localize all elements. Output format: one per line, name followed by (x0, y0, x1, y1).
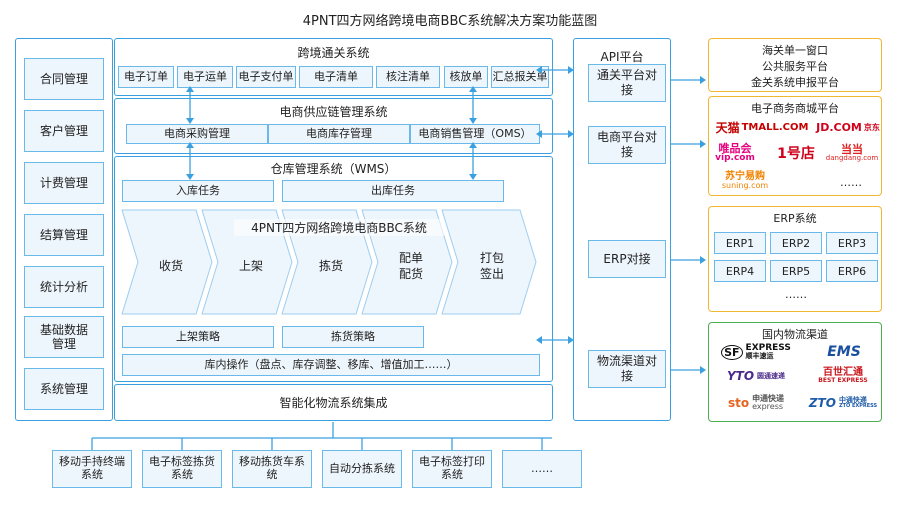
ecommerce-mall-title: 电子商务商城平台 (751, 102, 839, 115)
sf-express-logo: SF EXPRESS 顺丰速运 (712, 342, 800, 362)
wms-inventory-ops[interactable]: 库内操作（盘点、库存调整、移库、增值加工……） (122, 354, 540, 376)
customs-platform-panel (708, 38, 882, 92)
wms-outbound-task[interactable]: 出库任务 (282, 180, 504, 202)
vip-logo: 唯品会 vip.com (715, 141, 755, 164)
erp-3[interactable]: ERP3 (826, 232, 878, 254)
step-receive-shape (121, 209, 213, 315)
wms-picking-strategy[interactable]: 拣货策略 (282, 326, 424, 348)
menu-system[interactable]: 系统管理 (24, 368, 104, 410)
supply-inventory[interactable]: 电商库存管理 (268, 124, 410, 144)
erp-6[interactable]: ERP6 (826, 260, 878, 282)
erp-system-title: ERP系统 (773, 212, 817, 225)
device-mobile-handheld[interactable]: 移动手持终端系统 (52, 450, 132, 488)
jd-logo: JD.COM 京东 (816, 120, 880, 134)
api-platform-title: API平台 (600, 50, 644, 64)
step-pack-shape (441, 209, 537, 315)
step-pack-label-1: 打包 (480, 251, 504, 265)
customs-item-declaration[interactable]: 汇总报关单 (491, 66, 549, 88)
menu-basic-data[interactable]: 基础数据管理 (24, 316, 104, 358)
logistics-channel-panel (708, 322, 882, 422)
erp-more: …… (785, 288, 807, 301)
menu-statistics[interactable]: 统计分析 (24, 266, 104, 308)
tmall-logo: 天猫 TMALL.COM (715, 120, 809, 135)
step-putaway-label: 上架 (239, 259, 263, 273)
erp-system-panel (708, 206, 882, 312)
yhd-logo: 1号店 (777, 146, 815, 162)
erp-4[interactable]: ERP4 (714, 260, 766, 282)
customs-item-list[interactable]: 电子清单 (299, 66, 373, 88)
step-assemble-label-2: 配货 (399, 266, 423, 281)
api-customs-platform[interactable]: 通关平台对接 (588, 64, 666, 102)
step-receive-label: 收货 (159, 258, 183, 273)
customs-item-verify-list[interactable]: 核注清单 (376, 66, 440, 88)
api-erp[interactable]: ERP对接 (588, 240, 666, 278)
ems-logo: EMS (827, 344, 861, 360)
wms-putaway-strategy[interactable]: 上架策略 (122, 326, 274, 348)
api-logistics-channel[interactable]: 物流渠道对接 (588, 350, 666, 388)
best-express-logo: 百世汇通 BEST EXPRESS (818, 367, 868, 384)
supply-purchase[interactable]: 电商采购管理 (126, 124, 268, 144)
api-ecommerce-platform[interactable]: 电商平台对接 (588, 126, 666, 164)
wms-process-flow: 收货 上架 拣货 配单 配货 打包 签出 (121, 209, 537, 315)
customs-platform-single-window: 海关单一窗口 (762, 44, 828, 57)
logistics-channel-title: 国内物流渠道 (762, 328, 828, 341)
erp-1[interactable]: ERP1 (714, 232, 766, 254)
customs-item-payment[interactable]: 电子支付单 (236, 66, 296, 88)
dangdang-logo: 当当 dangdang.com (825, 142, 879, 163)
menu-billing[interactable]: 计费管理 (24, 162, 104, 204)
page-title: 4PNT四方网络跨境电商BBC系统解决方案功能蓝图 (302, 14, 598, 29)
device-mobile-cart[interactable]: 移动拣货车系统 (232, 450, 312, 488)
logistics-integration-bar: 智能化物流系统集成 (114, 384, 553, 421)
device-e-label-printing[interactable]: 电子标签打印系统 (412, 450, 492, 488)
yto-logo: YTO 圆通速递 (726, 369, 786, 383)
customs-platform-golden-customs: 金关系统申报平台 (751, 76, 839, 89)
erp-5[interactable]: ERP5 (770, 260, 822, 282)
menu-settlement[interactable]: 结算管理 (24, 214, 104, 256)
menu-contract[interactable]: 合同管理 (24, 58, 104, 100)
customs-platform-public-service: 公共服务平台 (762, 60, 828, 73)
erp-2[interactable]: ERP2 (770, 232, 822, 254)
customs-item-release[interactable]: 核放单 (444, 66, 488, 88)
wms-title: 仓库管理系统（WMS） (270, 162, 397, 176)
supply-sales-oms[interactable]: 电商销售管理（OMS） (410, 124, 540, 144)
step-picking-shape (281, 209, 373, 315)
step-assemble-label-1: 配单 (399, 251, 423, 265)
wms-overlay-label: 4PNT四方网络跨境电商BBC系统 (234, 219, 444, 236)
supply-chain-title: 电商供应链管理系统 (279, 105, 388, 119)
ecommerce-mall-panel (708, 96, 882, 196)
step-pack-label-2: 签出 (480, 266, 504, 281)
device-more: …… (502, 450, 582, 488)
ecommerce-more: …… (840, 176, 862, 189)
sto-logo: sto 申通快递 express (727, 394, 785, 411)
zto-logo: ZTO 中通快递 ZTO EXPRESS (808, 396, 878, 410)
wms-inbound-task[interactable]: 入库任务 (122, 180, 274, 202)
customs-item-order[interactable]: 电子订单 (118, 66, 174, 88)
device-auto-sorting[interactable]: 自动分拣系统 (322, 450, 402, 488)
step-putaway-shape (201, 209, 293, 315)
device-e-label-picking[interactable]: 电子标签拣货系统 (142, 450, 222, 488)
customs-item-waybill[interactable]: 电子运单 (177, 66, 233, 88)
step-assemble-shape (361, 209, 453, 315)
menu-customer[interactable]: 客户管理 (24, 110, 104, 152)
customs-system-title: 跨境通关系统 (297, 46, 370, 60)
suning-logo: 苏宁易购 suning.com (721, 170, 769, 191)
step-picking-label: 拣货 (319, 258, 343, 273)
